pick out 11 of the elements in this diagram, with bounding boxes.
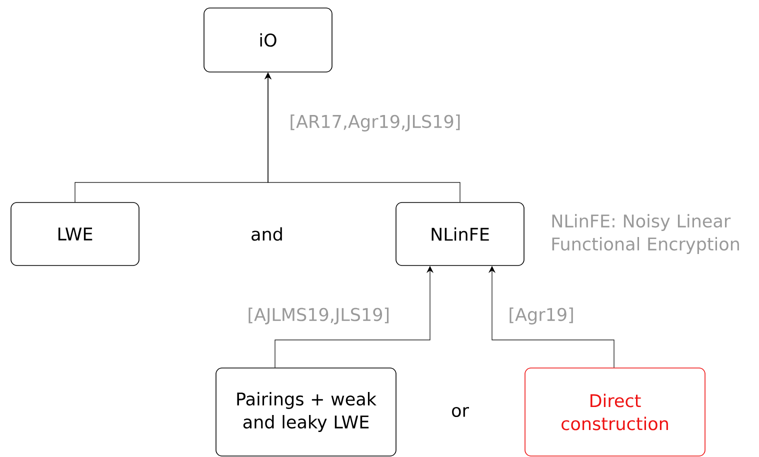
edge-label: [AR17,Agr19,JLS19] <box>288 114 462 132</box>
process-box: LWE <box>10 202 140 266</box>
process-box: iO <box>204 8 332 72</box>
note-text: NLinFE: Noisy Linear Functional Encryption <box>552 214 739 254</box>
edge-label: [AJLMS19,JLS19] <box>246 306 392 326</box>
connector-word: and <box>252 227 282 241</box>
process-box: Pairings + weak and leaky LWE <box>216 368 396 456</box>
edge-label: [Agr19] <box>507 306 576 326</box>
process-box: NLinFE <box>396 202 524 266</box>
process-box: Direct construction <box>524 368 706 456</box>
connector-word: or <box>452 406 469 418</box>
